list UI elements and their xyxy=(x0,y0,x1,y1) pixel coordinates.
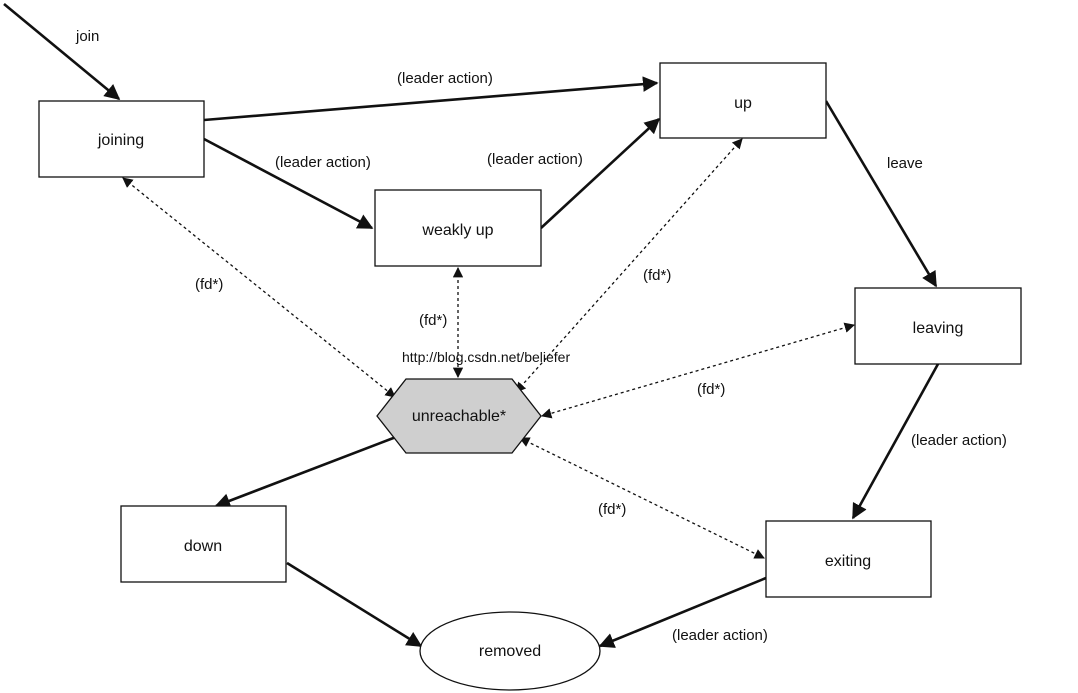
fd-label-leaving: (fd*) xyxy=(697,381,725,398)
label-joining-to-up: (leader action) xyxy=(397,70,493,87)
state-up: up xyxy=(659,62,827,139)
fd-label-joining: (fd*) xyxy=(195,276,223,293)
state-joining-label: joining xyxy=(97,132,144,149)
state-removed: removed xyxy=(419,611,601,691)
fd-label-up: (fd*) xyxy=(643,267,671,284)
state-leaving: leaving xyxy=(854,287,1022,365)
state-unreachable-label: unreachable* xyxy=(412,408,506,425)
label-weakly-up-to-up: (leader action) xyxy=(487,151,583,168)
edge-weakly-up-to-up xyxy=(540,117,661,229)
edge-unreachable-to-down xyxy=(214,435,397,509)
state-exiting: exiting xyxy=(765,520,932,598)
edge-join xyxy=(3,2,121,101)
edge-exiting-to-removed xyxy=(598,576,767,648)
fd-label-weakly-up: (fd*) xyxy=(419,312,447,329)
label-up-to-leaving: leave xyxy=(887,155,923,172)
fd-edge-up xyxy=(515,138,743,393)
state-joining: joining xyxy=(38,100,205,178)
state-unreachable: unreachable* xyxy=(376,378,542,454)
edge-joining-to-weakly-up xyxy=(203,137,374,230)
state-leaving-label: leaving xyxy=(913,320,964,337)
fd-edge-joining xyxy=(122,177,396,398)
label-joining-to-weakly-up: (leader action) xyxy=(275,154,371,171)
state-weakly-up-label: weakly up xyxy=(421,222,493,239)
state-down: down xyxy=(120,505,287,583)
label-leaving-to-exiting: (leader action) xyxy=(911,432,1007,449)
fd-label-exiting: (fd*) xyxy=(598,501,626,518)
state-down-label: down xyxy=(184,538,222,555)
edge-down-to-removed xyxy=(286,561,423,648)
watermark-text: http://blog.csdn.net/beliefer xyxy=(402,349,570,365)
state-weakly-up: weakly up xyxy=(374,189,542,267)
fd-edge-exiting xyxy=(519,437,765,559)
label-join: join xyxy=(75,28,99,45)
state-exiting-label: exiting xyxy=(825,553,871,570)
label-exiting-to-removed: (leader action) xyxy=(672,627,768,644)
state-up-label: up xyxy=(734,95,752,112)
edge-up-to-leaving xyxy=(824,100,938,288)
fd-edge-leaving xyxy=(541,322,855,419)
edge-joining-to-up xyxy=(203,76,659,122)
state-removed-label: removed xyxy=(479,643,541,660)
edge-leaving-to-exiting xyxy=(851,363,940,520)
